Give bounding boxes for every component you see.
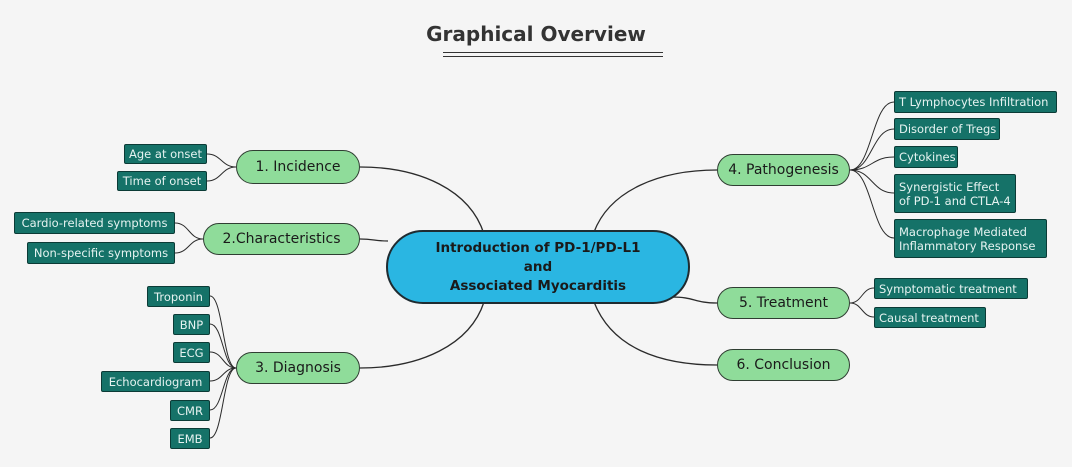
branch-characteristics-label: 2.Characteristics — [222, 231, 341, 247]
link-center-treatment — [671, 296, 718, 304]
leaf-cardio-related-symptoms: Cardio-related symptoms — [14, 212, 175, 234]
title-underline-bottom — [443, 56, 663, 57]
leaf-bnp: BNP — [173, 314, 210, 335]
link-diagnosis-leaf-2 — [209, 351, 237, 369]
branch-pathogenesis: 4. Pathogenesis — [717, 154, 850, 186]
central-topic-line-1: Introduction of PD-1/PD-L1 — [435, 239, 641, 256]
leaf-cytokines: Cytokines — [894, 146, 958, 168]
title-underline-top — [443, 52, 663, 53]
link-diagnosis-leaf-3 — [209, 367, 237, 382]
link-pathogenesis-leaf-1 — [849, 128, 895, 171]
link-incidence-age — [206, 153, 237, 168]
branch-diagnosis: 3. Diagnosis — [236, 352, 360, 384]
leaf-t-lymphocytes-infiltration: T Lymphocytes Infiltration — [894, 91, 1057, 113]
link-pathogenesis-leaf-2 — [849, 156, 895, 171]
link-diagnosis-leaf-4 — [209, 367, 237, 411]
link-diagnosis-leaf-1 — [209, 323, 237, 369]
leaf-cmr: CMR — [170, 400, 210, 421]
leaf-emb: EMB — [170, 428, 210, 449]
leaf-non-specific-symptoms: Non-specific symptoms — [27, 242, 175, 264]
leaf-causal-treatment: Causal treatment — [874, 307, 986, 328]
leaf-echocardiogram: Echocardiogram — [101, 371, 210, 392]
central-topic-line-3: Associated Myocarditis — [449, 277, 627, 294]
link-treatment-symptomatic — [849, 287, 875, 304]
link-characteristics-cardio — [174, 222, 204, 240]
link-pathogenesis-leaf-4 — [849, 169, 895, 239]
leaf-disorder-of-tregs: Disorder of Tregs — [894, 118, 1000, 140]
leaf-ecg: ECG — [173, 342, 210, 363]
link-pathogenesis-leaf-0 — [849, 101, 895, 171]
central-topic-line-2: and — [523, 258, 553, 275]
branch-diagnosis-label: 3. Diagnosis — [255, 360, 341, 376]
leaf-macrophage-mediated-inflammatory-response: Macrophage Mediated Inflammatory Respons… — [894, 219, 1047, 258]
link-treatment-causal — [849, 302, 875, 318]
leaf-time-of-onset: Time of onset — [117, 171, 207, 191]
link-incidence-time — [206, 166, 237, 182]
link-characteristics-nonspecific — [174, 238, 204, 254]
page-title: Graphical Overview — [426, 22, 646, 46]
link-center-pathogenesis — [593, 169, 718, 233]
link-center-conclusion — [593, 301, 718, 366]
link-diagnosis-leaf-5 — [209, 367, 237, 439]
branch-incidence: 1. Incidence — [236, 150, 360, 184]
central-topic: Introduction of PD-1/PD-L1 and Associate… — [386, 230, 690, 304]
leaf-troponin: Troponin — [147, 286, 210, 307]
link-center-diagnosis — [359, 301, 485, 369]
branch-characteristics: 2.Characteristics — [203, 223, 360, 255]
link-pathogenesis-leaf-3 — [849, 169, 895, 194]
link-center-characteristics — [359, 238, 389, 242]
branch-conclusion-label: 6. Conclusion — [736, 357, 831, 373]
branch-treatment: 5. Treatment — [717, 287, 850, 319]
branch-pathogenesis-label: 4. Pathogenesis — [728, 162, 839, 178]
branch-conclusion: 6. Conclusion — [717, 349, 850, 381]
branch-treatment-label: 5. Treatment — [738, 295, 829, 311]
branch-incidence-label: 1. Incidence — [255, 159, 341, 175]
leaf-age-at-onset: Age at onset — [124, 144, 207, 164]
leaf-symptomatic-treatment: Symptomatic treatment — [874, 278, 1028, 299]
link-center-incidence — [359, 166, 485, 235]
leaf-synergistic-effect: Synergistic Effect of PD-1 and CTLA-4 — [894, 174, 1016, 213]
link-diagnosis-leaf-0 — [209, 295, 237, 369]
